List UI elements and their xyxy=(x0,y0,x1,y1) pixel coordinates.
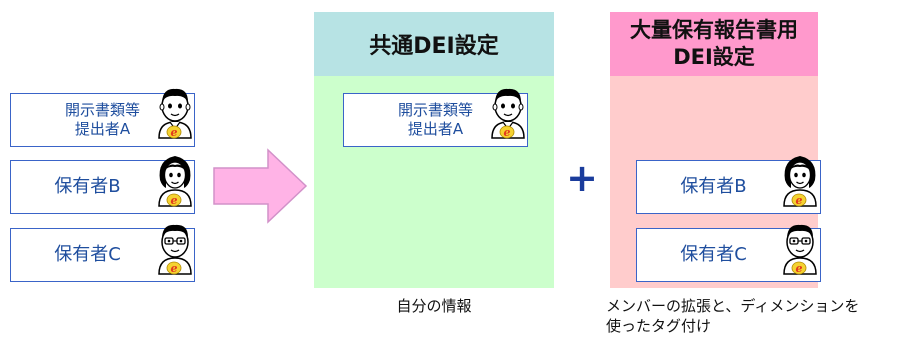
right-caption: メンバーの拡張と、ディメンションを 使ったタグ付け xyxy=(606,296,906,337)
ie-badge-icon xyxy=(166,192,182,208)
card-label: 保有者C xyxy=(54,243,121,265)
ie-badge-icon xyxy=(791,192,807,208)
card-label-line2: 提出者A xyxy=(74,120,131,138)
middle-caption-text: 自分の情報 xyxy=(396,297,472,315)
ie-badge-icon xyxy=(499,124,515,140)
card-label-line1: 開示書類等 xyxy=(397,101,473,120)
right-caption-line1: メンバーの拡張と、ディメンションを xyxy=(606,297,860,315)
large-holding-dei-title-line2: DEI設定 xyxy=(673,45,755,69)
common-dei-title: 共通DEI設定 xyxy=(369,34,499,59)
right-caption-line2: 使ったタグ付け xyxy=(606,317,712,336)
ie-badge-icon xyxy=(166,124,182,140)
card-label-line1: 開示書類等 xyxy=(64,101,140,120)
large-holding-dei-title-line1: 大量保有報告書用 xyxy=(630,17,798,42)
card-label: 保有者C xyxy=(680,243,747,265)
ie-badge-icon xyxy=(166,260,182,276)
card-label: 保有者B xyxy=(680,175,747,197)
large-holding-dei-header: 大量保有報告書用 DEI設定 xyxy=(610,12,818,76)
plus-text: + xyxy=(566,156,598,200)
card-label: 保有者B xyxy=(54,175,121,197)
middle-caption: 自分の情報 xyxy=(314,296,554,316)
right-arrow-icon xyxy=(213,148,308,224)
common-dei-header: 共通DEI設定 xyxy=(314,12,554,76)
ie-badge-icon xyxy=(791,260,807,276)
card-label-line2: 提出者A xyxy=(407,120,464,138)
plus-sign: + xyxy=(562,158,602,198)
